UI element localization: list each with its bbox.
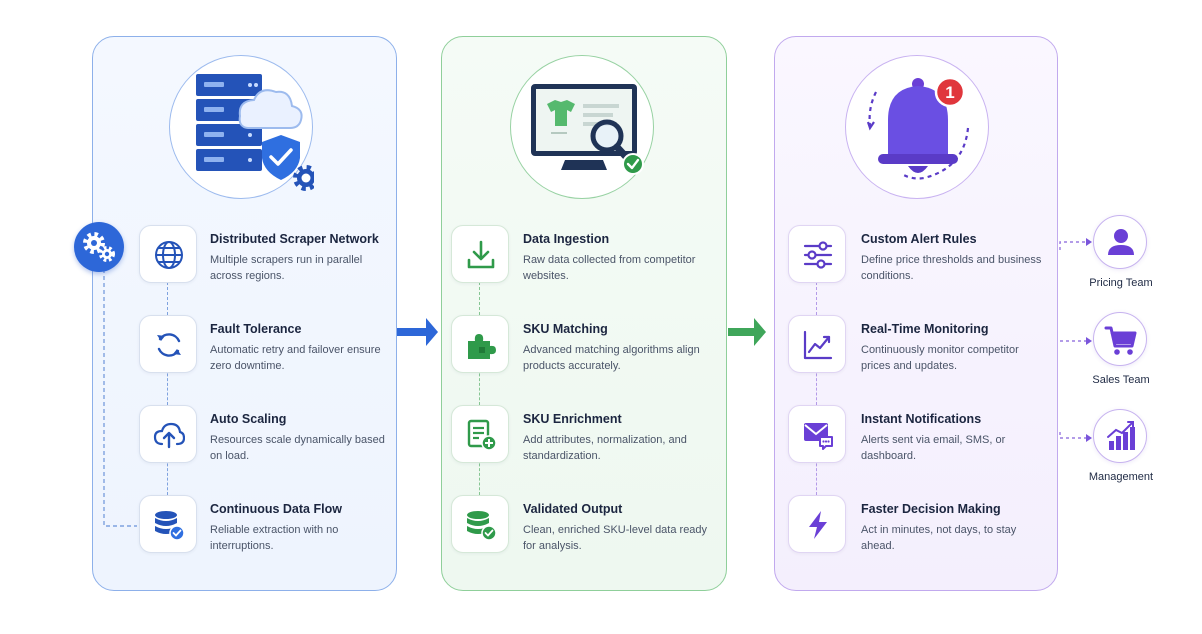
sliders-icon	[803, 241, 833, 269]
step-custom-alert-rules: Custom Alert Rules Define price threshol…	[775, 225, 1057, 285]
step-description: Multiple scrapers run in parallel across…	[210, 254, 363, 282]
step-description: Raw data collected from competitor websi…	[523, 254, 696, 282]
flow-connector	[167, 359, 168, 405]
step-description: Add attributes, normalization, and stand…	[523, 434, 687, 462]
flow-connector	[167, 267, 168, 315]
step-icon-tile	[139, 495, 197, 553]
step-title: Data Ingestion	[523, 232, 610, 246]
step-title: Custom Alert Rules	[861, 232, 977, 246]
bell-icon: 1	[866, 76, 970, 180]
step-title: Instant Notifications	[861, 412, 982, 426]
step-title: Fault Tolerance	[210, 322, 302, 336]
step-description: Clean, enriched SKU-level data ready for…	[523, 524, 708, 552]
flow-connector	[816, 359, 817, 405]
flow-connector	[816, 267, 817, 315]
step-description: Automatic retry and failover ensure zero…	[210, 344, 381, 372]
server-cloud-hero	[169, 55, 314, 199]
settings-gear-badge	[74, 222, 124, 272]
team-icon-circle	[1093, 409, 1147, 463]
step-sku-matching: SKU Matching Advanced matching algorithm…	[442, 315, 726, 375]
team-icon-circle	[1093, 312, 1147, 366]
arrow-right-icon	[397, 318, 438, 346]
cart-icon	[1104, 326, 1137, 355]
step-title: Real-Time Monitoring	[861, 322, 989, 336]
arrow-right-icon	[1086, 337, 1092, 345]
flow-connector	[816, 449, 817, 495]
flow-connector	[167, 449, 168, 495]
globe-icon	[155, 241, 183, 269]
bar-chart-icon	[1107, 421, 1135, 450]
step-fault-tolerance: Fault Tolerance Automatic retry and fail…	[93, 315, 396, 375]
step-title: Distributed Scraper Network	[210, 232, 379, 246]
flow-connector	[479, 449, 480, 495]
database-check-icon	[155, 511, 185, 541]
step-title: Auto Scaling	[210, 412, 287, 426]
step-instant-notifications: Instant Notifications Alerts sent via em…	[775, 405, 1057, 465]
mail-chat-icon	[804, 423, 833, 450]
alerts-panel: 1 Custom Alert Rules Define price thresh…	[774, 36, 1058, 591]
step-description: Alerts sent via email, SMS, or dashboard…	[861, 434, 1006, 462]
document-add-icon	[467, 419, 497, 451]
team-label: Pricing Team	[1089, 277, 1153, 289]
step-data-ingestion: Data Ingestion Raw data collected from c…	[442, 225, 726, 285]
step-description: Resources scale dynamically based on loa…	[210, 434, 385, 462]
arrow-right-icon	[1086, 238, 1092, 246]
team-connector	[1059, 241, 1090, 250]
puzzle-icon	[468, 334, 496, 359]
download-icon	[467, 240, 495, 269]
step-real-time-monitoring: Real-Time Monitoring Continuously monito…	[775, 315, 1057, 375]
lightning-icon	[809, 511, 827, 539]
team-connector	[1059, 432, 1090, 439]
line-chart-icon	[803, 330, 833, 360]
step-icon-tile	[139, 405, 197, 463]
database-check-icon	[467, 511, 497, 541]
step-icon-tile	[139, 315, 197, 373]
arrow-right-icon	[728, 318, 766, 346]
step-auto-scaling: Auto Scaling Resources scale dynamically…	[93, 405, 396, 465]
monitor-search-hero	[510, 55, 654, 199]
flow-connector	[479, 267, 480, 315]
refresh-icon	[157, 333, 181, 357]
step-description: Act in minutes, not days, to stay ahead.	[861, 524, 1017, 552]
gears-icon	[83, 232, 115, 262]
step-description: Continuously monitor competitor prices a…	[861, 344, 1019, 372]
step-icon-tile	[788, 225, 846, 283]
processing-panel: Data Ingestion Raw data collected from c…	[441, 36, 727, 591]
step-icon-tile	[451, 495, 509, 553]
feedback-connector	[103, 262, 137, 527]
step-icon-tile	[788, 405, 846, 463]
team-icon-circle	[1093, 215, 1147, 269]
step-icon-tile	[788, 315, 846, 373]
step-title: SKU Enrichment	[523, 412, 622, 426]
step-title: SKU Matching	[523, 322, 608, 336]
user-icon	[1108, 229, 1134, 255]
cloud-upload-icon	[153, 422, 185, 449]
server-cloud-icon	[196, 74, 314, 191]
step-description: Reliable extraction with no interruption…	[210, 524, 339, 552]
step-faster-decision-making: Faster Decision Making Act in minutes, n…	[775, 495, 1057, 555]
step-validated-output: Validated Output Clean, enriched SKU-lev…	[442, 495, 726, 555]
step-title: Validated Output	[523, 502, 623, 516]
arrow-right-icon	[1086, 434, 1092, 442]
step-title: Continuous Data Flow	[210, 502, 342, 516]
step-icon-tile	[451, 405, 509, 463]
bell-hero: 1	[845, 55, 989, 199]
scraper-panel: Distributed Scraper Network Multiple scr…	[92, 36, 397, 591]
step-icon-tile	[139, 225, 197, 283]
step-sku-enrichment: SKU Enrichment Add attributes, normaliza…	[442, 405, 726, 465]
step-distributed-scraper-network: Distributed Scraper Network Multiple scr…	[93, 225, 396, 285]
step-icon-tile	[451, 225, 509, 283]
notification-count-badge: 1	[945, 83, 954, 102]
team-label: Management	[1088, 471, 1154, 483]
step-continuous-data-flow: Continuous Data Flow Reliable extraction…	[93, 495, 396, 555]
monitor-search-icon	[531, 84, 644, 175]
step-icon-tile	[788, 495, 846, 553]
step-description: Define price thresholds and business con…	[861, 254, 1042, 282]
step-title: Faster Decision Making	[861, 502, 1001, 516]
flow-connector	[479, 359, 480, 405]
step-icon-tile	[451, 315, 509, 373]
team-label: Sales Team	[1092, 374, 1150, 386]
step-description: Advanced matching algorithms align produ…	[523, 344, 700, 372]
